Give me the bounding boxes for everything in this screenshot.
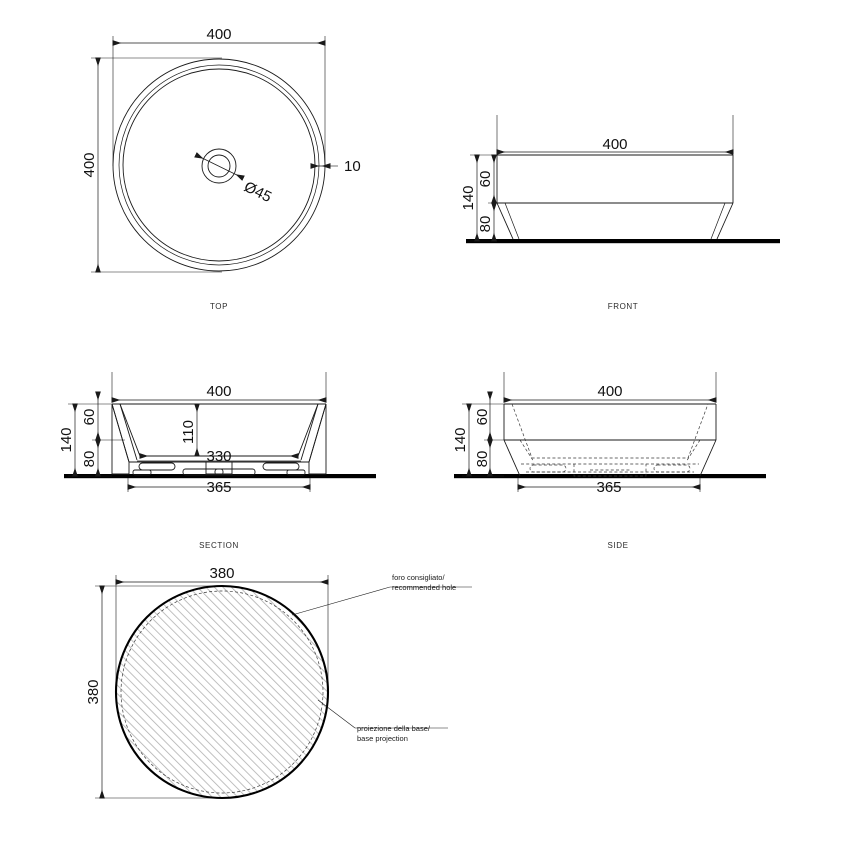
top-width-dimension: 400: [206, 26, 231, 43]
top-view: [91, 36, 338, 273]
side-view-label: SIDE: [607, 541, 628, 550]
base-projection-note-it: proiezione della base/: [357, 724, 431, 733]
front-upper-height-dimension: 60: [477, 171, 494, 188]
bottom-view: [95, 575, 472, 800]
top-view-label: TOP: [210, 302, 228, 311]
section-total-height-dimension: 140: [58, 427, 75, 452]
section-depth-dimension: 110: [180, 420, 197, 444]
side-view: [454, 372, 766, 492]
section-inner-bottom-dimension: 330: [206, 448, 231, 465]
side-upper-height-dimension: 60: [474, 409, 491, 426]
side-width-dimension: 400: [597, 383, 622, 400]
side-base-dimension: 365: [596, 479, 621, 496]
section-view-label: SECTION: [199, 541, 239, 550]
base-projection-note-en: base projection: [357, 734, 408, 743]
recommended-hole-note-en: recommended hole: [392, 583, 456, 592]
top-rim-thickness-dimension: 10: [344, 158, 361, 175]
section-view: [64, 372, 376, 492]
base-hatch: [116, 586, 328, 798]
section-width-dimension: 400: [206, 383, 231, 400]
front-view: [466, 115, 780, 244]
top-height-dimension: 400: [81, 152, 98, 177]
front-width-dimension: 400: [602, 136, 627, 153]
side-lower-height-dimension: 80: [474, 451, 491, 468]
recommended-hole-note-it: foro consigliato/: [392, 573, 445, 582]
bottom-height-dimension: 380: [85, 679, 102, 704]
front-view-label: FRONT: [608, 302, 639, 311]
front-lower-height-dimension: 80: [477, 216, 494, 233]
section-base-dimension: 365: [206, 479, 231, 496]
section-lower-height-dimension: 80: [81, 451, 98, 468]
section-upper-height-dimension: 60: [81, 409, 98, 426]
front-total-height-dimension: 140: [460, 185, 477, 210]
bottom-width-dimension: 380: [209, 565, 234, 582]
drain-diameter-dimension: Ø45: [241, 178, 274, 206]
side-total-height-dimension: 140: [452, 427, 469, 452]
